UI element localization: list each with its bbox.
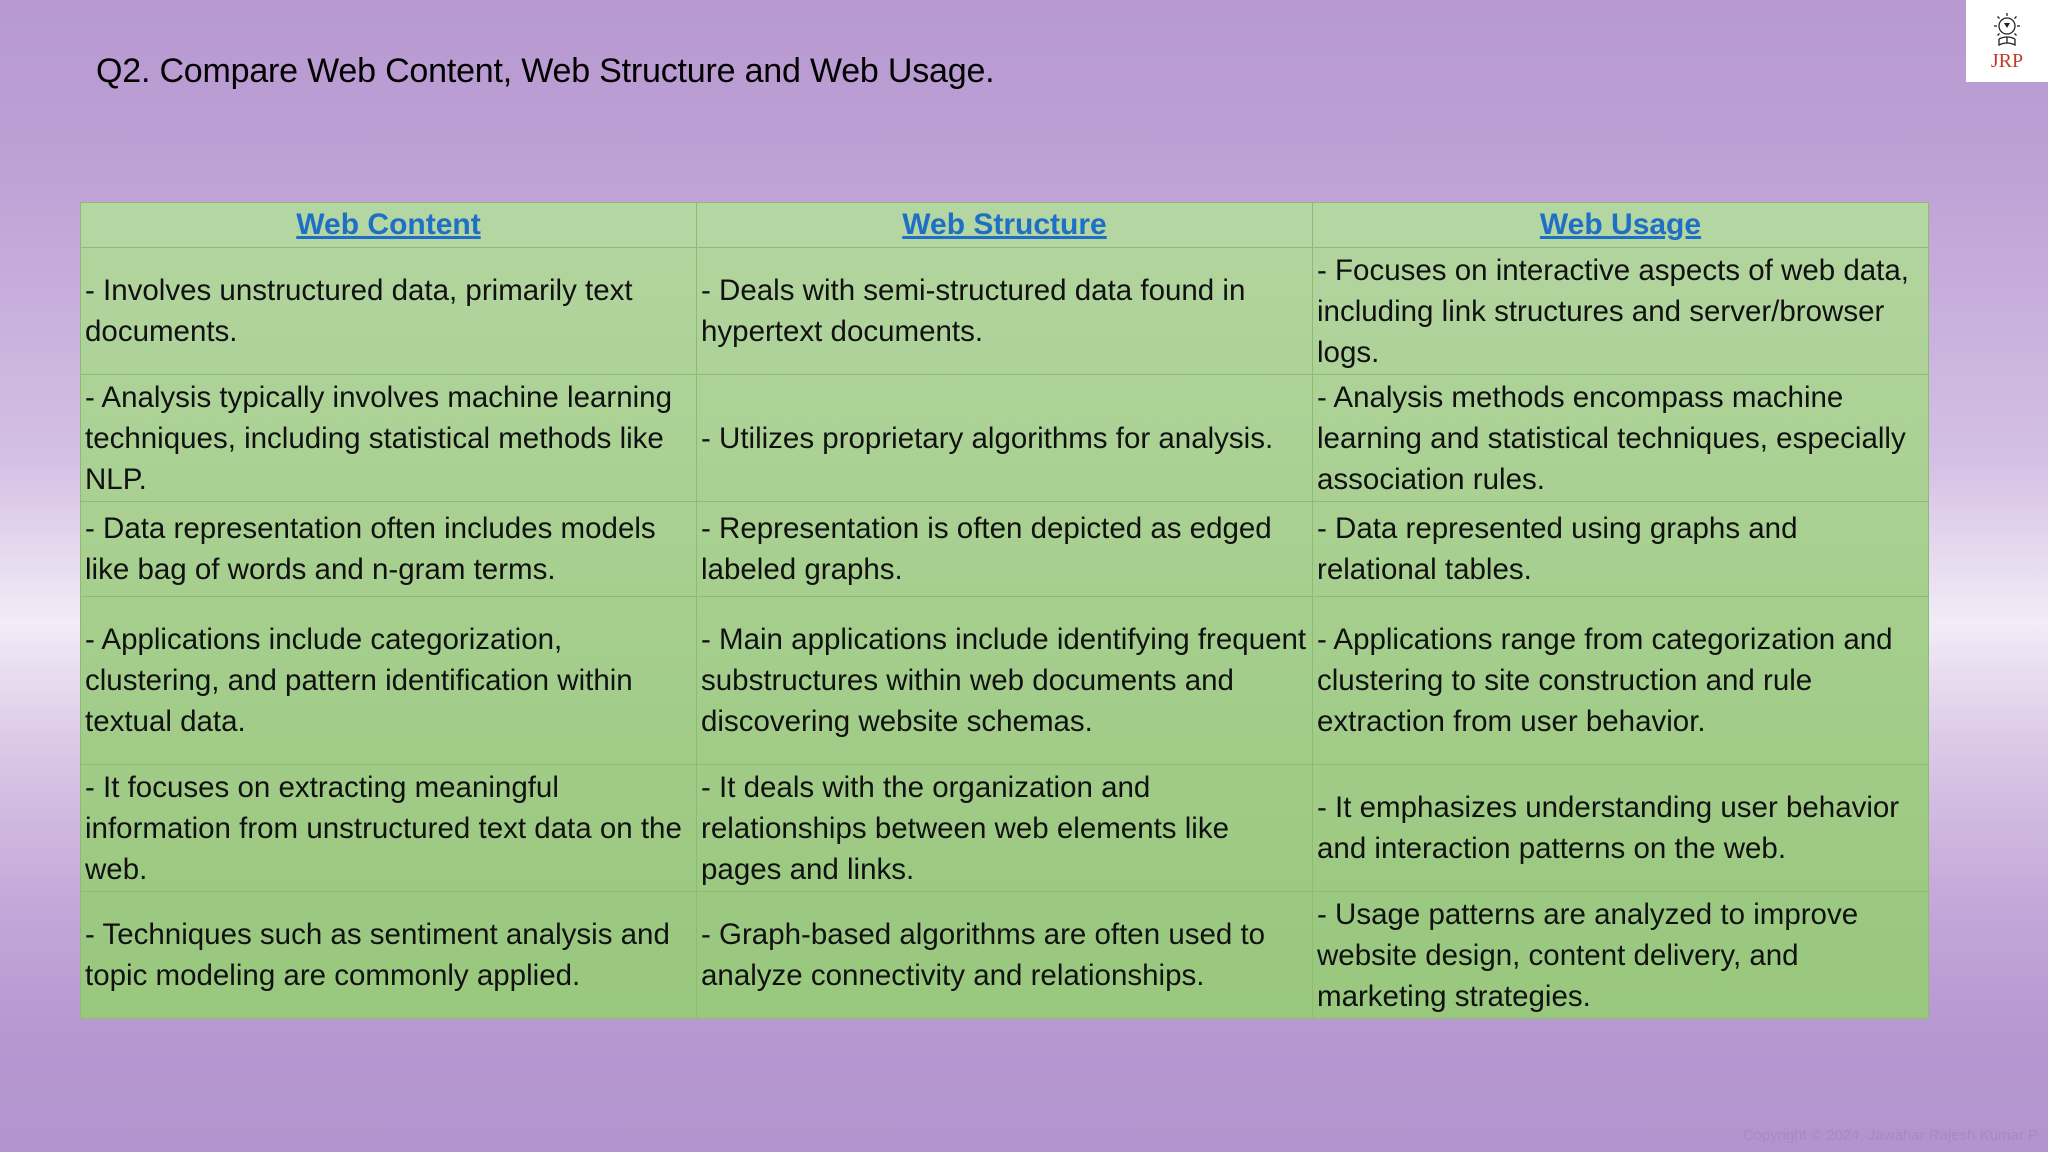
header-web-content-label: Web Content — [296, 208, 481, 241]
table-row: - It focuses on extracting meaningful in… — [80, 764, 1929, 892]
table-cell: - Usage patterns are analyzed to improve… — [1312, 891, 1929, 1019]
table-row: - Data representation often includes mod… — [80, 501, 1929, 597]
table-cell: - Analysis typically involves machine le… — [80, 374, 697, 502]
table-cell: - Graph-based algorithms are often used … — [696, 891, 1313, 1019]
jrp-logo: JRP — [1966, 0, 2048, 82]
table-cell: - Focuses on interactive aspects of web … — [1312, 247, 1929, 375]
table-cell: - Analysis methods encompass machine lea… — [1312, 374, 1929, 502]
table-cell: - Applications include categorization, c… — [80, 596, 697, 765]
table-row: - Involves unstructured data, primarily … — [80, 247, 1929, 375]
reader-icon — [1994, 12, 2020, 46]
table-cell: - Techniques such as sentiment analysis … — [80, 891, 697, 1019]
table-cell: - Utilizes proprietary algorithms for an… — [696, 374, 1313, 502]
table-row: - Techniques such as sentiment analysis … — [80, 891, 1929, 1019]
table-cell: - Main applications include identifying … — [696, 596, 1313, 765]
logo-text: JRP — [1990, 49, 2024, 72]
header-web-structure-label: Web Structure — [902, 208, 1107, 241]
table-header-row: Web Content Web Structure Web Usage — [80, 202, 1929, 248]
table-row: - Analysis typically involves machine le… — [80, 374, 1929, 502]
header-web-usage: Web Usage — [1312, 202, 1929, 248]
comparison-table: Web Content Web Structure Web Usage - In… — [80, 202, 1929, 1019]
table-cell: - It deals with the organization and rel… — [696, 764, 1313, 892]
table-cell: - Representation is often depicted as ed… — [696, 501, 1313, 597]
slide-title: Q2. Compare Web Content, Web Structure a… — [96, 52, 995, 90]
table-cell: - Deals with semi-structured data found … — [696, 247, 1313, 375]
header-web-usage-label: Web Usage — [1539, 208, 1702, 241]
table-cell: - Involves unstructured data, primarily … — [80, 247, 697, 375]
header-web-content: Web Content — [80, 202, 697, 248]
table-cell: - It focuses on extracting meaningful in… — [80, 764, 697, 892]
table-cell: - Applications range from categorization… — [1312, 596, 1929, 765]
table-cell: - Data represented using graphs and rela… — [1312, 501, 1929, 597]
header-web-structure: Web Structure — [696, 202, 1313, 248]
table-row: - Applications include categorization, c… — [80, 596, 1929, 765]
table-cell: - Data representation often includes mod… — [80, 501, 697, 597]
copyright-notice: Copyright © 2024, Jawahar Rajesh Kumar P — [1742, 1127, 2038, 1144]
table-cell: - It emphasizes understanding user behav… — [1312, 764, 1929, 892]
